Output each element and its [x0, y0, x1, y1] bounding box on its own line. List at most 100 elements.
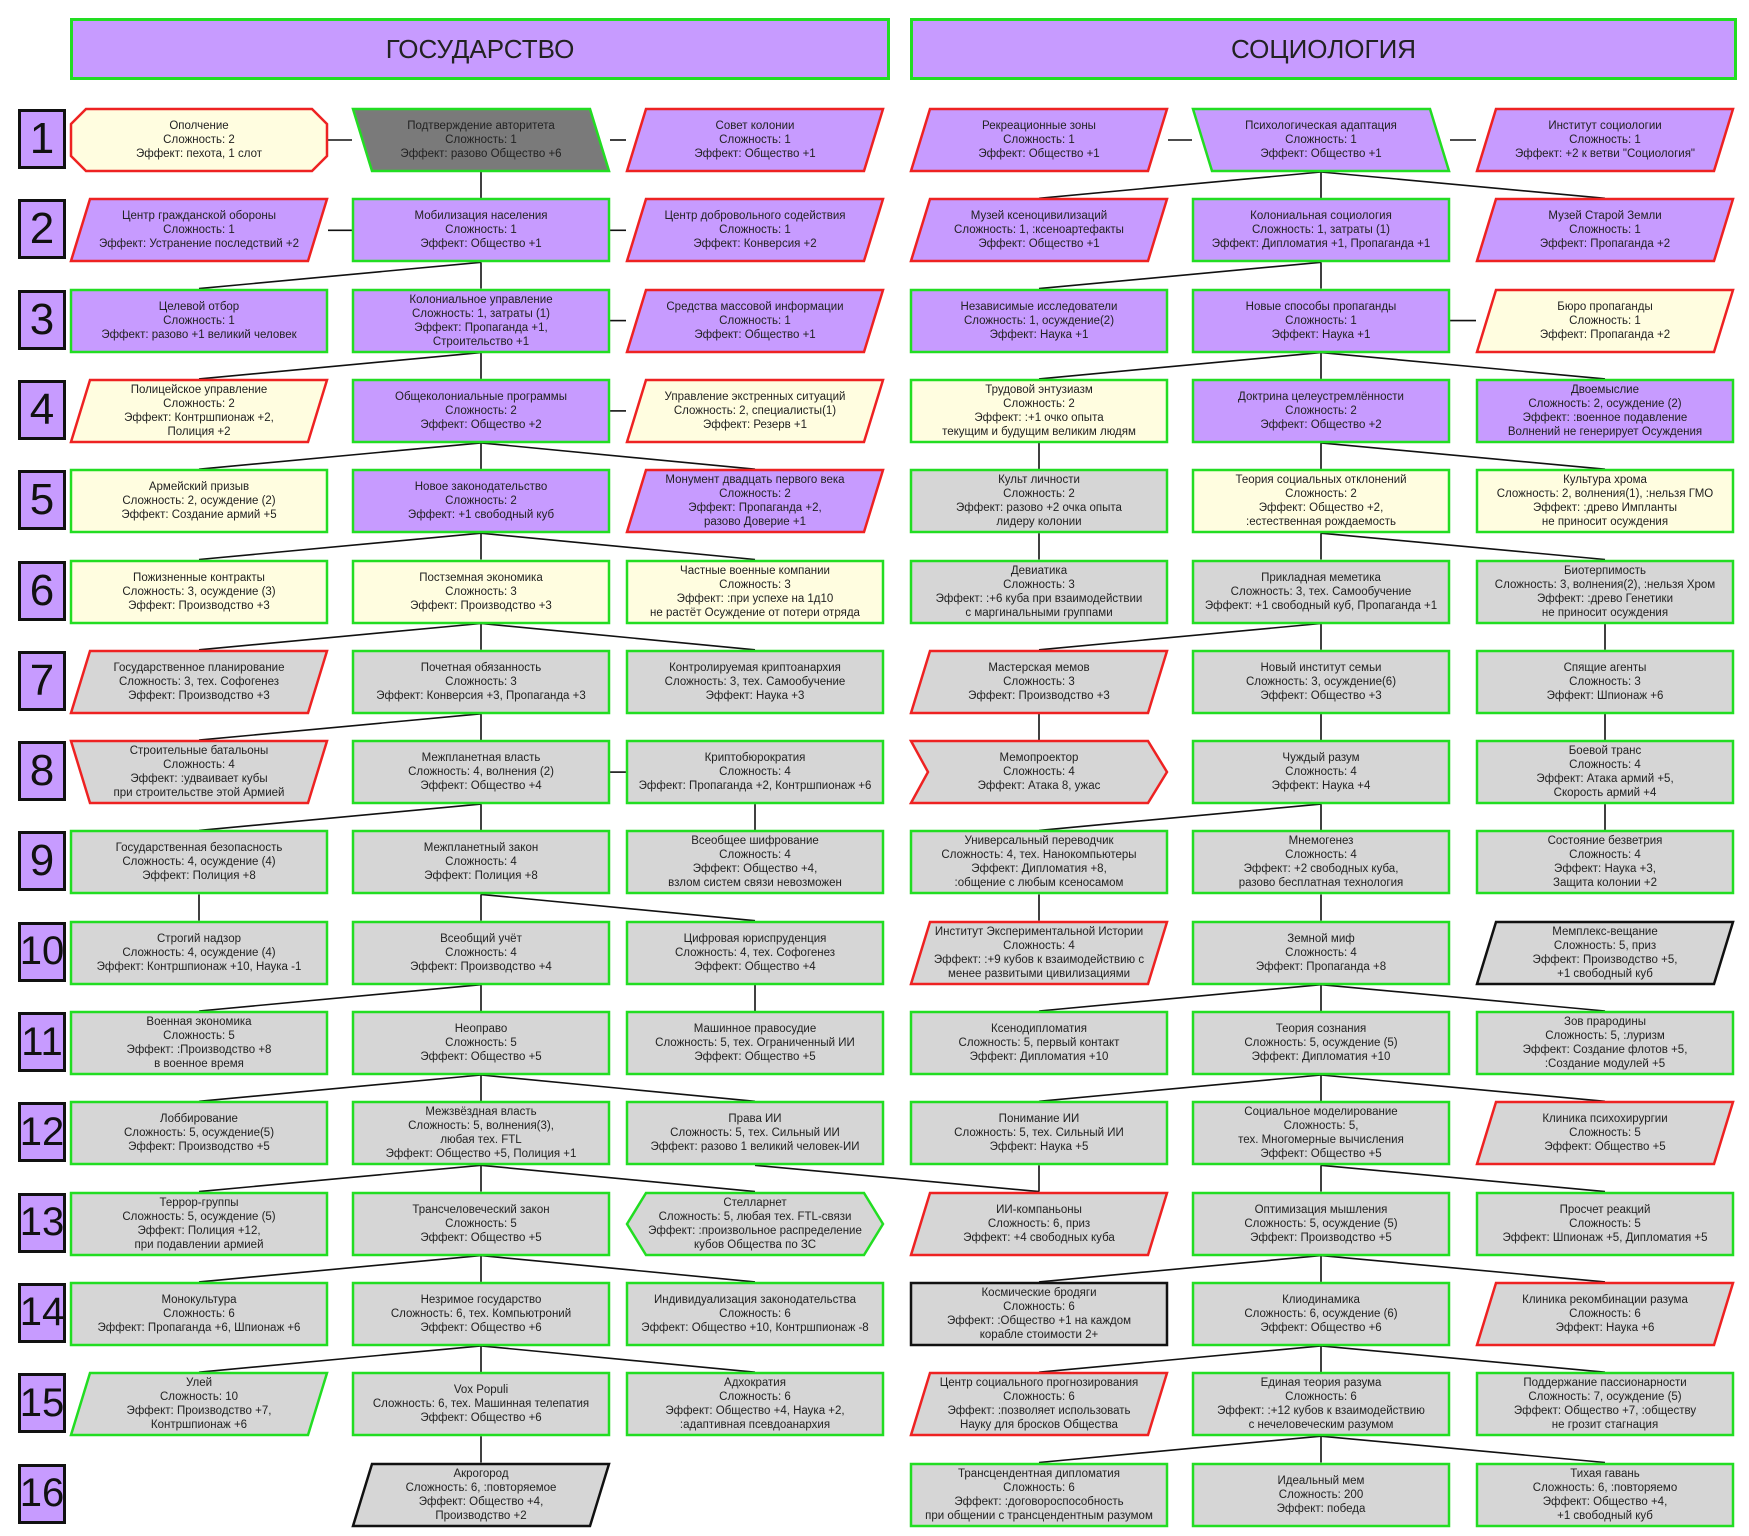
node-title: Институт социологии: [1548, 120, 1662, 132]
node-detail: Сложность: 5: [445, 1217, 517, 1230]
node-detail: Сложность: 6: [1569, 1307, 1641, 1320]
node-shape: [625, 1281, 885, 1347]
node-detail: Эффект: Пропаганда +6, Шпионаж +6: [97, 1321, 301, 1334]
node-shape: [69, 559, 329, 624]
